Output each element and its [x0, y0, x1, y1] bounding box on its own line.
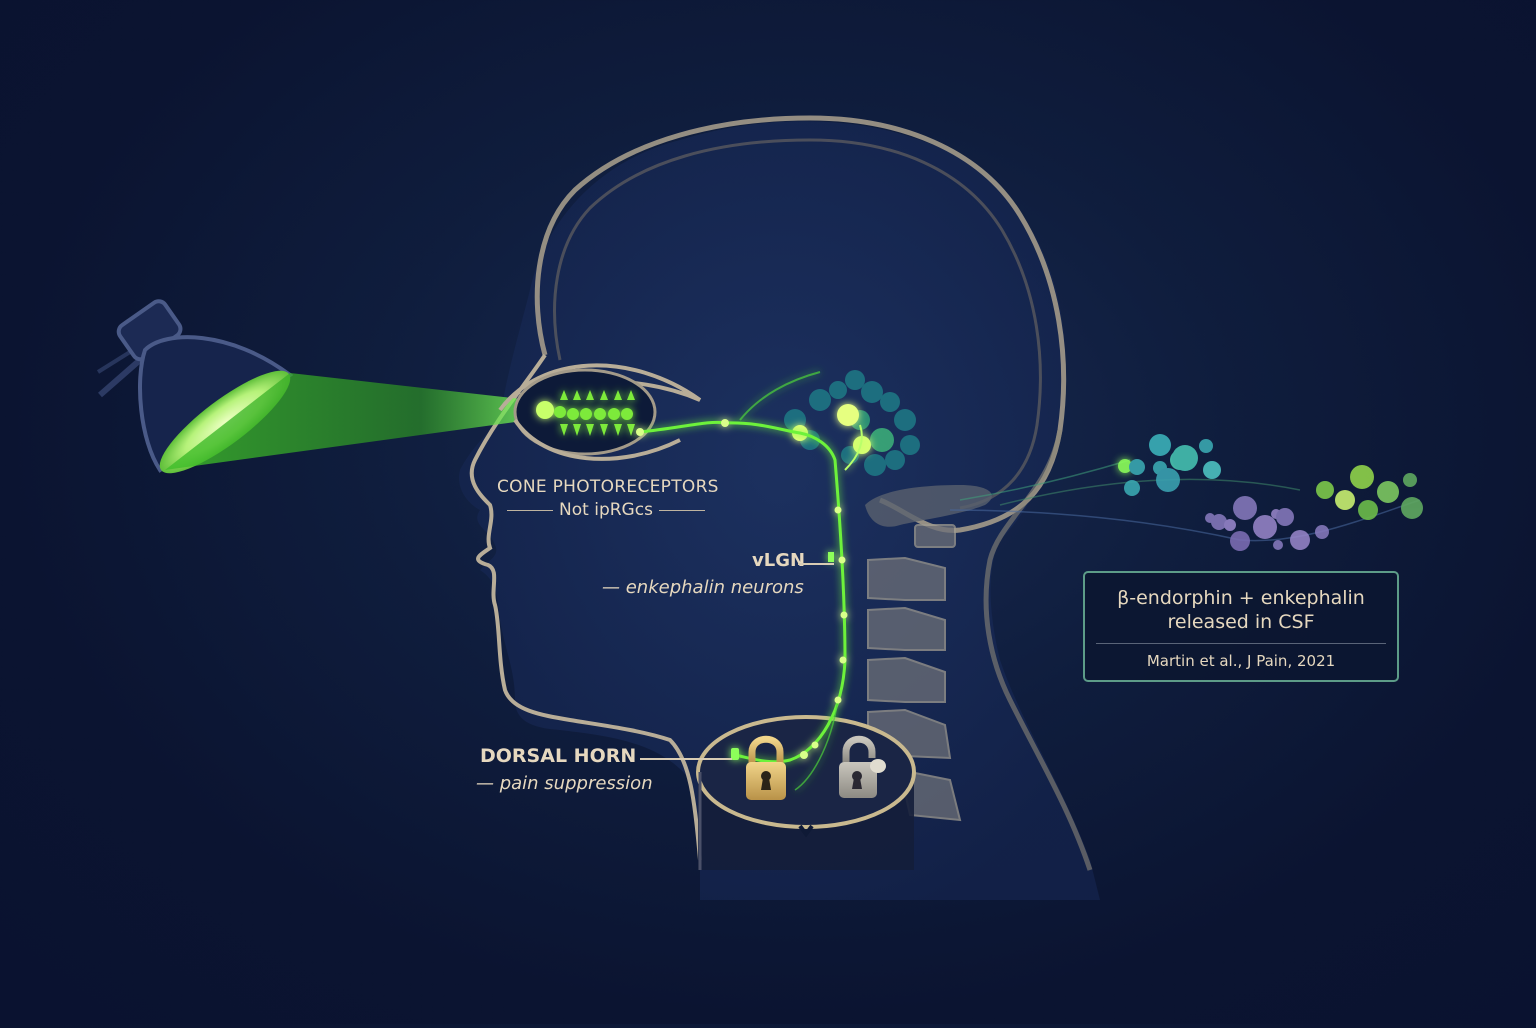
vlgn-leader-line: [798, 563, 834, 565]
skull-outline: [534, 115, 1067, 533]
vlgn-sublabel: — enkephalin neurons: [602, 577, 804, 598]
eye-retina: [498, 363, 702, 461]
cone-photoreceptors-label: CONE PHOTORECEPTORS: [497, 477, 719, 497]
desk-lamp-icon: [96, 299, 294, 474]
purple-molecule-cluster: [1205, 496, 1329, 551]
info-box-line2: released in CSF: [1167, 611, 1315, 633]
dorsal-horn-label: DORSAL HORN: [480, 745, 637, 767]
info-box-line1: β-endorphin + enkephalin: [1117, 587, 1365, 609]
teal-molecule-cluster: [1118, 434, 1221, 496]
info-box-citation: Martin et al., J Pain, 2021: [1146, 652, 1336, 670]
cone-photoreceptors: [536, 390, 635, 436]
head-silhouette: [459, 121, 1101, 900]
cone-sub-text: Not ipRGcs: [559, 500, 653, 520]
green-light-beam: [165, 373, 530, 470]
dorsal-horn-sublabel: — pain suppression: [476, 773, 653, 794]
label-rule-left: [507, 509, 554, 511]
neck-outline: [983, 429, 1093, 871]
csf-release-info-box: β-endorphin + enkephalin released in CSF…: [1083, 571, 1399, 682]
csf-flow-lines: [949, 459, 1421, 542]
face-profile: [469, 353, 702, 861]
info-box-divider: [1096, 643, 1386, 644]
padlock-closed-icon: [746, 735, 786, 800]
vlgn-label: vLGN: [752, 550, 806, 571]
label-rule-right: [658, 509, 705, 511]
padlock-open-icon: [839, 735, 886, 798]
dorsal-horn-leader-line: [640, 758, 732, 760]
cone-photoreceptors-sublabel: Not ipRGcs: [500, 500, 712, 520]
spinal-cord-section: [696, 715, 916, 870]
green-molecule-cluster: [1316, 465, 1423, 520]
brainstem-lobe: [865, 485, 992, 527]
neural-pathway: [636, 371, 863, 791]
